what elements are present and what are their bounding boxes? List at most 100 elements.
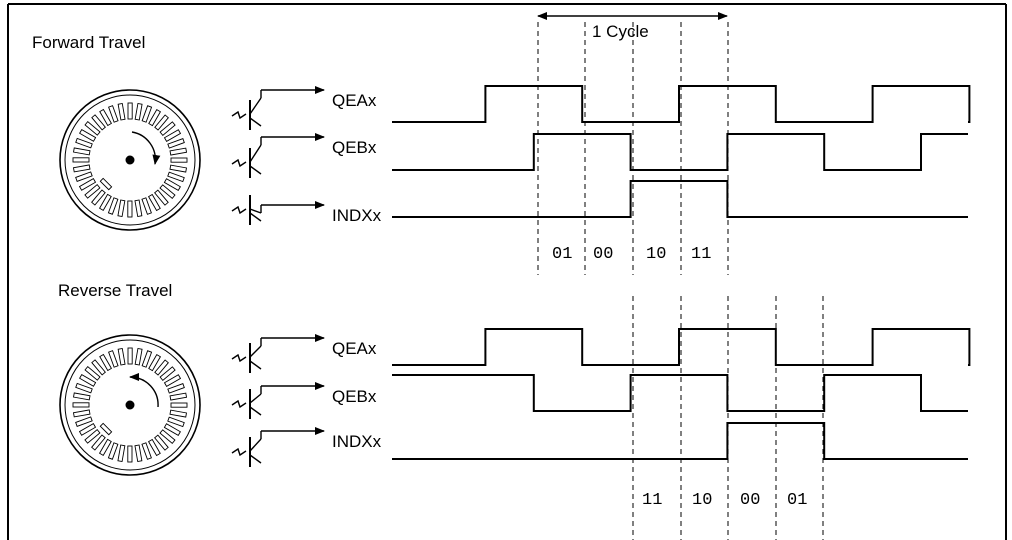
encoder-slot: [170, 402, 188, 408]
reverse-encoder-inner-ring: [64, 339, 196, 471]
forward-qeax-waveform: [392, 85, 971, 123]
reverse-state-codes: 11 10 00 01: [642, 491, 807, 510]
sensor-collector: [249, 345, 262, 358]
forward-waveforms: [392, 85, 971, 218]
sensor-emitter: [249, 212, 262, 222]
encoder-slot: [79, 373, 97, 387]
light-arrow-icon: [231, 110, 247, 120]
encoder-hub: [125, 155, 135, 165]
light-arrow-icon: [231, 158, 247, 168]
index-slot: [99, 177, 113, 191]
signal-label: QEBx: [332, 387, 377, 406]
rotation-arrow: [129, 372, 159, 408]
light-arrow-icon: [231, 447, 247, 457]
encoder-slot: [72, 392, 91, 401]
encoder-slot: [147, 438, 161, 457]
encoder-slot: [99, 108, 113, 127]
reverse-travel-title: Reverse Travel: [58, 281, 172, 300]
encoder-slot: [84, 429, 101, 444]
forward-state-code: 11: [691, 245, 711, 264]
light-arrow-icon: [231, 205, 247, 215]
encoder-slot: [154, 434, 169, 451]
reverse-state-code: 01: [787, 491, 807, 510]
reverse-waveforms: [392, 328, 971, 460]
encoder-hub: [125, 400, 135, 410]
reverse-state-code: 00: [740, 491, 760, 510]
forward-state-code: 10: [646, 245, 666, 264]
encoder-slot: [141, 350, 153, 368]
signal-label: QEAx: [332, 91, 377, 110]
encoder-slot: [91, 189, 106, 206]
encoder-slot: [78, 177, 97, 191]
encoder-slot: [79, 128, 97, 142]
reverse-qebx-waveform: [392, 374, 968, 412]
encoder-slot: [163, 423, 181, 437]
encoder-slot: [159, 184, 176, 199]
encoder-slot: [117, 102, 126, 121]
forward-dashed-guides: [537, 22, 729, 275]
forward-encoder-disk: [59, 89, 201, 231]
encoder-slot: [159, 121, 176, 136]
forward-state-codes: 01 00 10 11: [552, 245, 711, 264]
encoder-slot: [84, 121, 101, 136]
encoder-slot: [169, 409, 188, 418]
encoder-slot: [167, 171, 185, 183]
sensor-collector: [249, 144, 262, 163]
encoder-slot: [169, 164, 188, 173]
sensor-collector: [249, 208, 262, 214]
encoder-slot: [108, 105, 119, 123]
encoder-slot: [72, 147, 91, 156]
encoder-slot: [117, 199, 126, 218]
encoder-slot: [147, 193, 161, 212]
encoder-slot: [107, 197, 119, 215]
encoder-slot: [75, 416, 93, 427]
encoder-slot: [84, 184, 101, 199]
encoder-slot: [148, 354, 162, 372]
encoder-slot: [167, 383, 185, 394]
reverse-state-code: 11: [642, 491, 662, 510]
encoder-slot: [72, 164, 91, 173]
encoder-slot: [169, 392, 188, 401]
encoder-slot: [163, 129, 182, 143]
forward-state-code: 00: [593, 245, 613, 264]
encoder-slot: [72, 157, 90, 163]
encoder-slot: [159, 429, 176, 444]
forward-state-code: 01: [552, 245, 572, 264]
forward-travel-title: Forward Travel: [32, 33, 145, 52]
encoder-slot: [98, 438, 112, 456]
signal-label: QEBx: [332, 138, 377, 157]
forward-indxx-waveform: [392, 180, 968, 218]
encoder-slot: [141, 442, 152, 460]
encoder-slot: [163, 374, 182, 388]
encoder-slot: [78, 422, 97, 436]
encoder-slot: [75, 137, 93, 149]
signal-label: INDXx: [332, 206, 382, 225]
encoder-slot: [134, 102, 143, 121]
encoder-slot: [91, 434, 106, 451]
encoder-slot: [117, 444, 126, 463]
signal-label: QEAx: [332, 339, 377, 358]
encoder-slot: [134, 347, 143, 366]
sensor-collector: [249, 97, 262, 115]
reverse-state-code: 10: [692, 491, 712, 510]
encoder-slot: [167, 416, 185, 428]
sensor-emitter: [249, 117, 262, 127]
encoder-slot: [99, 353, 113, 372]
sensor-emitter: [249, 360, 262, 370]
signal-label: INDXx: [332, 432, 382, 451]
encoder-slot: [154, 189, 169, 206]
encoder-slot: [75, 382, 93, 394]
encoder-slot: [127, 445, 133, 463]
encoder-slot: [72, 402, 90, 408]
encoder-slot: [159, 366, 176, 381]
encoder-slot: [127, 347, 133, 365]
encoder-slot: [167, 138, 185, 149]
cycle-label: 1 Cycle: [592, 22, 649, 41]
encoder-slot: [108, 350, 119, 368]
encoder-slot: [84, 366, 101, 381]
sensor-emitter: [249, 454, 262, 464]
forward-encoder-inner-ring: [64, 94, 196, 226]
encoder-slot: [134, 444, 143, 463]
